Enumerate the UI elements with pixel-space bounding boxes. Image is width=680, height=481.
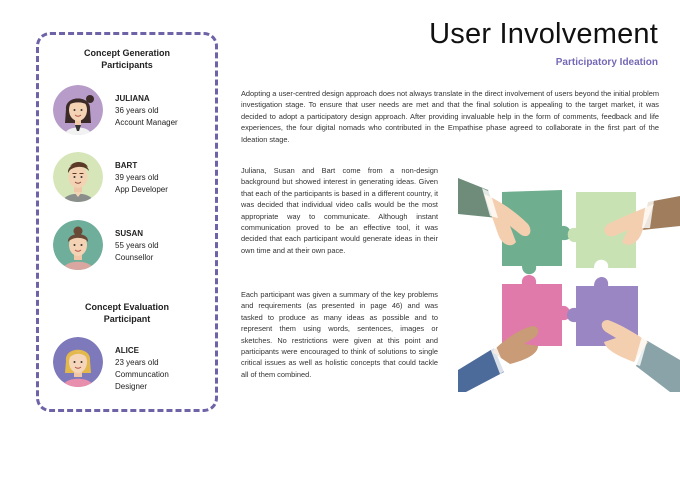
- paragraph-participants: Juliana, Susan and Bart come from a non-…: [241, 166, 438, 255]
- page-title: User Involvement: [429, 18, 658, 50]
- juliana-avatar-icon: [53, 85, 103, 135]
- participant-name: BART: [115, 161, 138, 170]
- puzzle-hands-illustration: [458, 170, 680, 392]
- puzzle-piece-lightgreen: [567, 192, 636, 268]
- paragraph-intro: Adopting a user-centred design approach …: [241, 89, 659, 144]
- alice-info: ALICE 23 years old Communcation Designer: [115, 345, 169, 393]
- participant-name: JULIANA: [115, 94, 150, 103]
- evaluation-heading: Concept Evaluation Participant: [39, 301, 215, 325]
- participants-panel: Concept Generation Participants JULIANA …: [36, 32, 218, 412]
- participant-role-line2: Designer: [115, 382, 148, 391]
- participant-age: 55 years old: [115, 241, 159, 250]
- participant-role: Counsellor: [115, 253, 154, 262]
- participant-juliana: JULIANA 36 years old Account Manager: [53, 85, 213, 141]
- bart-info: BART 39 years old App Developer: [115, 160, 168, 196]
- generation-heading-line2: Participants: [101, 60, 153, 70]
- participant-role: App Developer: [115, 185, 168, 194]
- generation-heading-line1: Concept Generation: [83, 48, 170, 58]
- participant-name: ALICE: [115, 346, 139, 355]
- participant-bart: BART 39 years old App Developer: [53, 152, 213, 208]
- generation-heading: Concept Generation Participants: [39, 47, 215, 71]
- evaluation-heading-line2: Participant: [103, 314, 151, 324]
- puzzle-hands-icon: [458, 178, 680, 392]
- participant-age: 36 years old: [115, 106, 159, 115]
- page-subtitle: Participatory Ideation: [555, 57, 658, 68]
- participant-role: Communcation: [115, 370, 169, 379]
- participant-role: Account Manager: [115, 118, 178, 127]
- participant-age: 23 years old: [115, 358, 159, 367]
- participant-name: SUSAN: [115, 229, 144, 238]
- alice-avatar-icon: [53, 337, 103, 387]
- participant-age: 39 years old: [115, 173, 159, 182]
- paragraph-task: Each participant was given a summary of …: [241, 290, 438, 379]
- participant-susan: SUSAN 55 years old Counsellor: [53, 220, 213, 276]
- susan-info: SUSAN 55 years old Counsellor: [115, 228, 159, 264]
- puzzle-piece-pink: [502, 275, 571, 346]
- bart-avatar-icon: [53, 152, 103, 202]
- susan-avatar-icon: [53, 220, 103, 270]
- juliana-info: JULIANA 36 years old Account Manager: [115, 93, 178, 129]
- puzzle-piece-green: [502, 190, 572, 275]
- participant-alice: ALICE 23 years old Communcation Designer: [53, 337, 213, 393]
- evaluation-heading-line1: Concept Evaluation: [84, 302, 169, 312]
